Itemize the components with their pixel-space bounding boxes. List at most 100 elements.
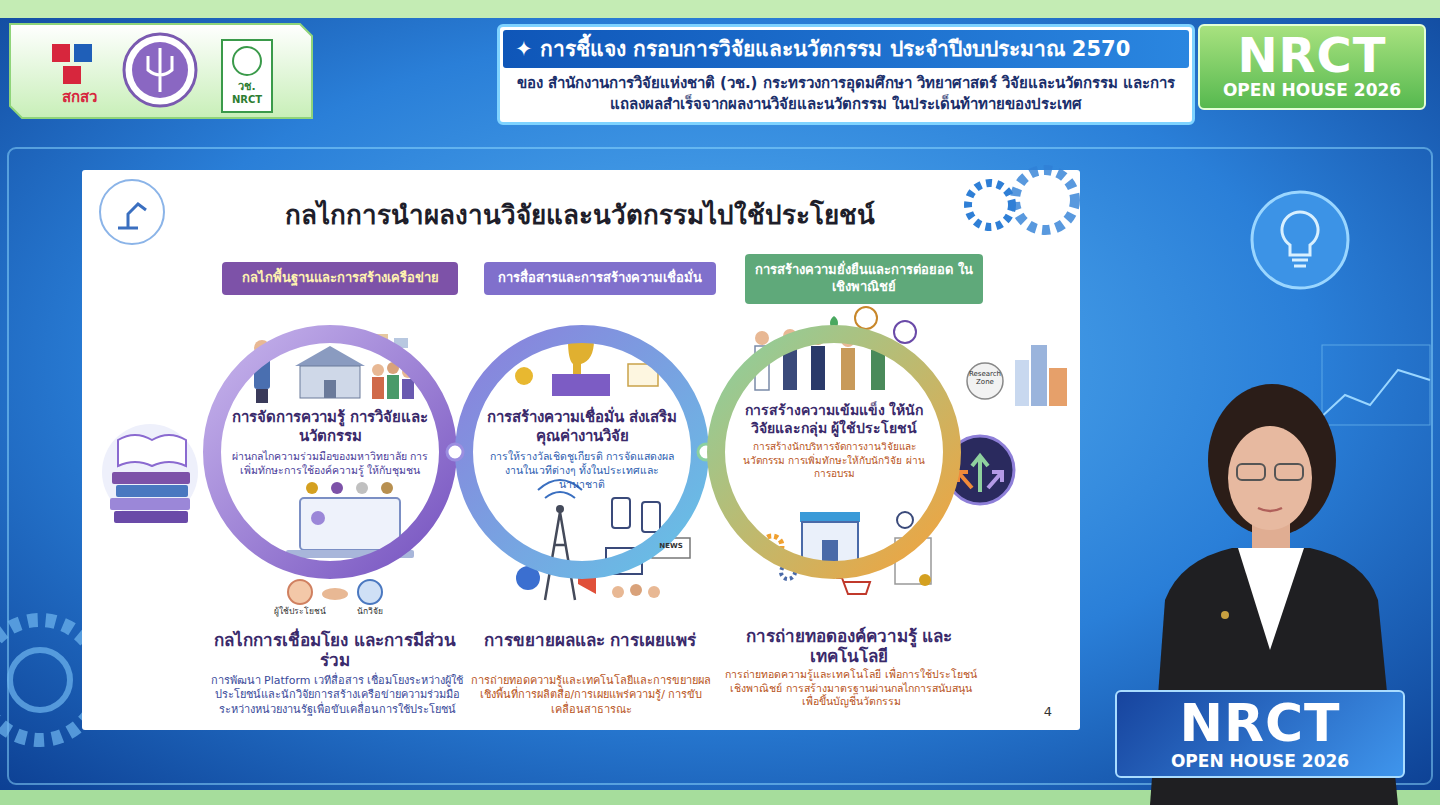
logo-text: สกสว: [38, 88, 120, 107]
signal-tower: [556, 505, 564, 513]
sign-text-holder: NEWS: [652, 542, 690, 551]
ring-heading: การจัดการความรู้ การวิจัยและนวัตกรรม: [230, 408, 430, 446]
column-header: การสื่อสารและการสร้างความเชื่อมั่น: [484, 262, 716, 295]
laptop: [300, 498, 400, 550]
event-badge: NRCTOPEN HOUSE 2026: [1198, 24, 1426, 110]
tsri-logo: [74, 44, 92, 62]
open-book: [118, 435, 186, 466]
avatar-caption: นักวิจัย: [345, 606, 395, 617]
ring-body: การให้รางวัลเชิดชูเกียรติ การจัดแสดงผลงา…: [482, 449, 682, 492]
sign-text: NEWS: [652, 542, 690, 551]
ring-heading: การสร้างความเชื่อมั่น ส่งเสริมคุณค่างานว…: [482, 408, 682, 446]
store: [822, 540, 838, 564]
growth-icon: [972, 456, 988, 492]
seal: [381, 482, 393, 494]
city: [1049, 368, 1067, 406]
ribbon: [919, 574, 931, 586]
avatar-caption: ผู้ใช้ประโยชน์: [258, 606, 342, 617]
research-zone-sign: [967, 363, 1003, 399]
block-heading-holder: การถ่ายทอดองค์ความรู้ และเทคโนโลยี: [718, 626, 980, 667]
text-wrap: การสร้างความเข้มแข็ง ให้นักวิจัยและกลุ่ม…: [739, 322, 929, 481]
header-panel: ✦ การชี้แจง กรอบการวิจัยและนวัตกรรม ประจ…: [497, 24, 1195, 125]
logo-text: NRCT: [222, 94, 272, 107]
book-stack: [116, 485, 188, 497]
ministry-emblem: [132, 42, 188, 98]
teacher-figure: [256, 389, 268, 403]
speaker-pin: [1221, 611, 1229, 619]
badge-icon: [894, 321, 916, 343]
badge-icon: [855, 307, 877, 329]
school-building: [295, 346, 365, 366]
block-body-holder: การถ่ายทอดความรู้และเทคโนโลยี เพื่อการใช…: [722, 668, 980, 709]
book-stack: [110, 498, 190, 510]
nrct-logo: [233, 47, 261, 75]
ring-stroke: [464, 334, 700, 570]
speaker-glasses: [1275, 464, 1303, 480]
store: [802, 522, 858, 564]
page-number-holder: 4: [1036, 704, 1060, 720]
speaker-glasses: [1237, 464, 1265, 480]
people-row: [811, 346, 825, 390]
signal-tower: [545, 512, 575, 600]
cart: [836, 578, 870, 594]
logo-panel: [10, 24, 312, 118]
column-title: กลไกพื้นฐานและการสร้างเครือข่าย: [228, 270, 452, 287]
seal: [331, 482, 343, 494]
chart-grid: [1322, 345, 1430, 425]
column-header: การสร้างความยั่งยืนและการต่อยอด ในเชิงพา…: [745, 254, 983, 304]
city: [1031, 345, 1047, 406]
growth-icon: [988, 472, 1002, 488]
ring-node: การสร้างความเข้มแข็ง ให้นักวิจัยและกลุ่ม…: [704, 322, 964, 582]
user-avatar: [288, 580, 312, 604]
audience: [612, 586, 624, 598]
speaker-shirt: [1238, 548, 1304, 650]
crowd: [372, 364, 384, 376]
speaker-hair: [1208, 384, 1336, 536]
speaker-mouth: [1258, 508, 1282, 511]
seal: [306, 482, 318, 494]
ring-stroke: [212, 334, 448, 570]
page-number: 4: [1036, 704, 1060, 720]
badge-event: OPEN HOUSE 2026: [1125, 751, 1395, 771]
ministry-emblem: [124, 34, 196, 106]
block-heading: กลไกการเชื่อมโยง และการมีส่วนร่วม: [200, 630, 470, 671]
slide: [82, 170, 1080, 730]
badge-brand: NRCT: [1208, 30, 1416, 80]
podium: [552, 374, 610, 396]
event-badge: NRCTOPEN HOUSE 2026: [1115, 690, 1405, 778]
school-building: [300, 366, 360, 398]
column-header: กลไกพื้นฐานและการสร้างเครือข่าย: [222, 262, 458, 295]
block-heading: การถ่ายทอดองค์ความรู้ และเทคโนโลยี: [718, 626, 980, 667]
audience: [630, 584, 642, 596]
logo-text-holder: วช.: [222, 80, 272, 94]
robot-icon: [100, 180, 164, 244]
crowd: [387, 375, 399, 399]
text-wrap: การสร้างความเชื่อมั่น ส่งเสริมคุณค่างานว…: [482, 322, 682, 491]
top-strip: [0, 0, 1440, 18]
block-heading-holder: การขยายผลและ การเผยแพร่: [470, 630, 710, 650]
block-body-holder: การพัฒนา Platform เวทีสื่อสาร เชื่อมโยงร…: [198, 674, 476, 717]
medal: [515, 367, 533, 385]
ring-stroke: [716, 334, 952, 570]
robot-icon: [118, 204, 146, 228]
sign-text-holder: Research Zone: [967, 371, 1003, 386]
block-body: การถ่ายทอดความรู้และเทคโนโลยีและการขยายผ…: [464, 674, 718, 717]
book-glow: [102, 424, 198, 520]
chart-line: [1318, 370, 1430, 420]
growth-icon: [958, 472, 972, 488]
store: [800, 512, 860, 522]
handshake: [322, 588, 348, 600]
speaker-face: [1228, 426, 1312, 530]
ring-body: ผ่านกลไกความร่วมมือของมหาวิทยาลัย การเพิ…: [230, 449, 430, 477]
block-body: การพัฒนา Platform เวทีสื่อสาร เชื่อมโยงร…: [198, 674, 476, 717]
slide-title: กลไกการนำผลงานวิจัยและนวัตกรรมไปใช้ประโย…: [150, 194, 1010, 235]
text-wrap: การจัดการความรู้ การวิจัยและนวัตกรรมผ่าน…: [230, 322, 430, 477]
people-row: [871, 350, 885, 390]
people-row: [755, 331, 769, 345]
avatar-caption-holder: ผู้ใช้ประโยชน์: [258, 606, 342, 617]
tsri-logo: [63, 66, 81, 84]
logo-text: วช.: [222, 80, 272, 94]
audience: [648, 586, 660, 598]
